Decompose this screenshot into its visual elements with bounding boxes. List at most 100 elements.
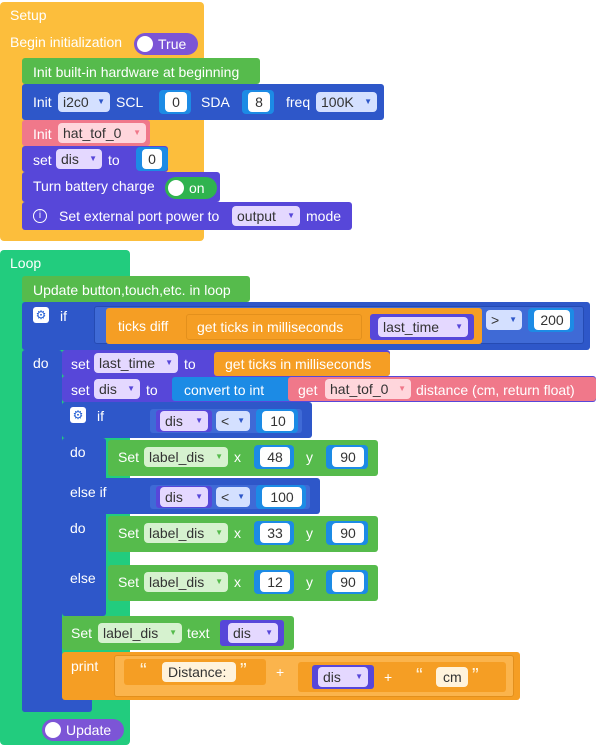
- if2-do2: do: [70, 520, 86, 536]
- if1-do: do: [33, 355, 49, 371]
- info-icon: i: [33, 209, 47, 223]
- dropdown-arrow-icon: ▼: [237, 416, 245, 425]
- set-dis2-to: to: [146, 382, 158, 398]
- dropdown-arrow-icon: ▼: [364, 97, 372, 106]
- set-dis-to: to: [108, 152, 120, 168]
- if1-op-dropdown[interactable]: >▼: [486, 310, 522, 330]
- set-pos3-y-value[interactable]: 90: [332, 572, 364, 592]
- str2-close-quote: ”: [472, 665, 479, 687]
- init-builtin-block[interactable]: [22, 58, 260, 84]
- elseif-value[interactable]: 100: [262, 487, 302, 507]
- freq-label: freq: [286, 94, 311, 110]
- print-label: print: [71, 658, 99, 674]
- if1-value[interactable]: 200: [534, 310, 570, 330]
- begin-init-label: Begin initialization: [10, 34, 123, 50]
- dropdown-arrow-icon: ▼: [97, 97, 105, 106]
- set-pos2-x-value[interactable]: 33: [260, 523, 290, 543]
- set-last-time-dropdown[interactable]: last_time ▼: [94, 353, 178, 373]
- set-dis-var-dropdown[interactable]: dis▼: [56, 149, 102, 169]
- set-pos2-x: x: [234, 525, 241, 541]
- print-var: dis: [323, 669, 341, 685]
- tof-sensor-value: hat_tof_0: [63, 125, 122, 141]
- set-pos3-x-value[interactable]: 12: [260, 572, 290, 592]
- begin-init-toggle[interactable]: True: [134, 33, 198, 55]
- convert-label: convert to int: [184, 382, 265, 398]
- distance-label: distance (cm, return float): [416, 382, 575, 398]
- set-pos2-label-dropdown[interactable]: label_dis ▼: [144, 523, 228, 543]
- update-button-block[interactable]: [22, 276, 250, 302]
- dropdown-arrow-icon: ▼: [195, 416, 203, 425]
- gear-icon[interactable]: ⚙: [70, 407, 86, 423]
- plus-label-2: +: [384, 669, 393, 685]
- if1-op: >: [491, 312, 500, 328]
- if2-else: else: [70, 570, 96, 586]
- freq-value: 100K: [321, 94, 354, 110]
- battery-label: Turn battery charge: [33, 178, 155, 194]
- print-var-dropdown[interactable]: dis▼: [318, 667, 368, 687]
- toggle-label: Update: [66, 722, 112, 738]
- elseif-var-dropdown[interactable]: dis▼: [160, 487, 208, 507]
- update-toggle[interactable]: Update: [42, 719, 124, 741]
- elseif-var: dis: [165, 489, 183, 505]
- set-text-label-dropdown[interactable]: label_dis▼: [98, 623, 182, 643]
- set-last-time-var: last_time: [99, 355, 156, 371]
- if2-spine: [62, 438, 106, 616]
- scl-label: SCL: [116, 94, 144, 110]
- gear-icon[interactable]: ⚙: [33, 307, 49, 323]
- set-pos3-label-dropdown[interactable]: label_dis▼: [144, 572, 228, 592]
- set-pos1-x-value[interactable]: 48: [260, 447, 290, 467]
- toggle-knob: [137, 36, 153, 52]
- str1-field[interactable]: [162, 662, 236, 682]
- toggle-knob: [45, 722, 61, 738]
- set-pos2-y: y: [306, 525, 313, 541]
- distance-sensor-dropdown[interactable]: hat_tof_0▼: [325, 379, 411, 399]
- get-ticks-label-2: get ticks in milliseconds: [225, 356, 372, 372]
- set-pos2-y-value[interactable]: 90: [332, 523, 364, 543]
- if1-spine: [22, 350, 62, 712]
- set-pos1-label-dropdown[interactable]: label_dis▼: [144, 447, 228, 467]
- str2-text: cm: [443, 669, 462, 685]
- dropdown-arrow-icon: ▼: [287, 211, 295, 220]
- if1-if: if: [60, 308, 67, 324]
- ext-power-suffix: mode: [306, 208, 342, 224]
- init-i2c-init: Init: [33, 94, 52, 110]
- if2-op-dropdown[interactable]: <▼: [216, 411, 250, 431]
- tof-sensor-dropdown[interactable]: hat_tof_0 ▼: [58, 123, 146, 143]
- ext-power-dropdown[interactable]: output▼: [232, 206, 300, 226]
- battery-toggle[interactable]: on: [165, 177, 217, 199]
- loop-title: Loop: [10, 255, 42, 271]
- get-ticks-block-2: [214, 352, 390, 376]
- last-time-dropdown[interactable]: last_time▼: [378, 317, 468, 337]
- i2c-bus-dropdown[interactable]: i2c0▼: [58, 92, 110, 112]
- distance-sensor: hat_tof_0: [330, 381, 389, 397]
- elseif-op-dropdown[interactable]: <▼: [216, 487, 250, 507]
- get-ticks-label: get ticks in milliseconds: [197, 319, 344, 335]
- if2-var: dis: [165, 413, 183, 429]
- set-dis-set: set: [33, 152, 52, 168]
- dropdown-arrow-icon: ▼: [165, 358, 173, 367]
- sda-value[interactable]: 8: [248, 92, 270, 112]
- str2-open-quote: “: [416, 665, 423, 687]
- freq-dropdown[interactable]: 100K ▼: [316, 92, 377, 112]
- update-button-label: Update button,touch,etc. in loop: [33, 282, 231, 298]
- init-builtin-label: Init built-in hardware at beginning: [33, 64, 240, 80]
- dropdown-arrow-icon: ▼: [133, 128, 141, 137]
- set-dis-value[interactable]: 0: [142, 149, 162, 169]
- scl-value[interactable]: 0: [165, 92, 187, 112]
- dropdown-arrow-icon: ▼: [215, 528, 223, 537]
- if2-var-dropdown[interactable]: dis ▼: [160, 411, 208, 431]
- if2-value[interactable]: 10: [262, 411, 294, 431]
- last-time-var: last_time: [383, 319, 440, 335]
- set-text-set: Set: [71, 625, 93, 641]
- dropdown-arrow-icon: ▼: [215, 577, 223, 586]
- set-dis2-dropdown[interactable]: dis▼: [94, 379, 140, 399]
- set-text-var-dropdown[interactable]: dis▼: [228, 623, 278, 643]
- if2-op: <: [221, 413, 230, 429]
- if2-do: do: [70, 444, 86, 460]
- set-pos2-label: label_dis: [149, 525, 205, 541]
- str2-field[interactable]: [436, 667, 468, 687]
- setup-title: Setup: [10, 7, 47, 23]
- toggle-label: on: [189, 180, 205, 196]
- plus-label: +: [276, 664, 285, 680]
- set-pos1-y-value[interactable]: 90: [332, 447, 364, 467]
